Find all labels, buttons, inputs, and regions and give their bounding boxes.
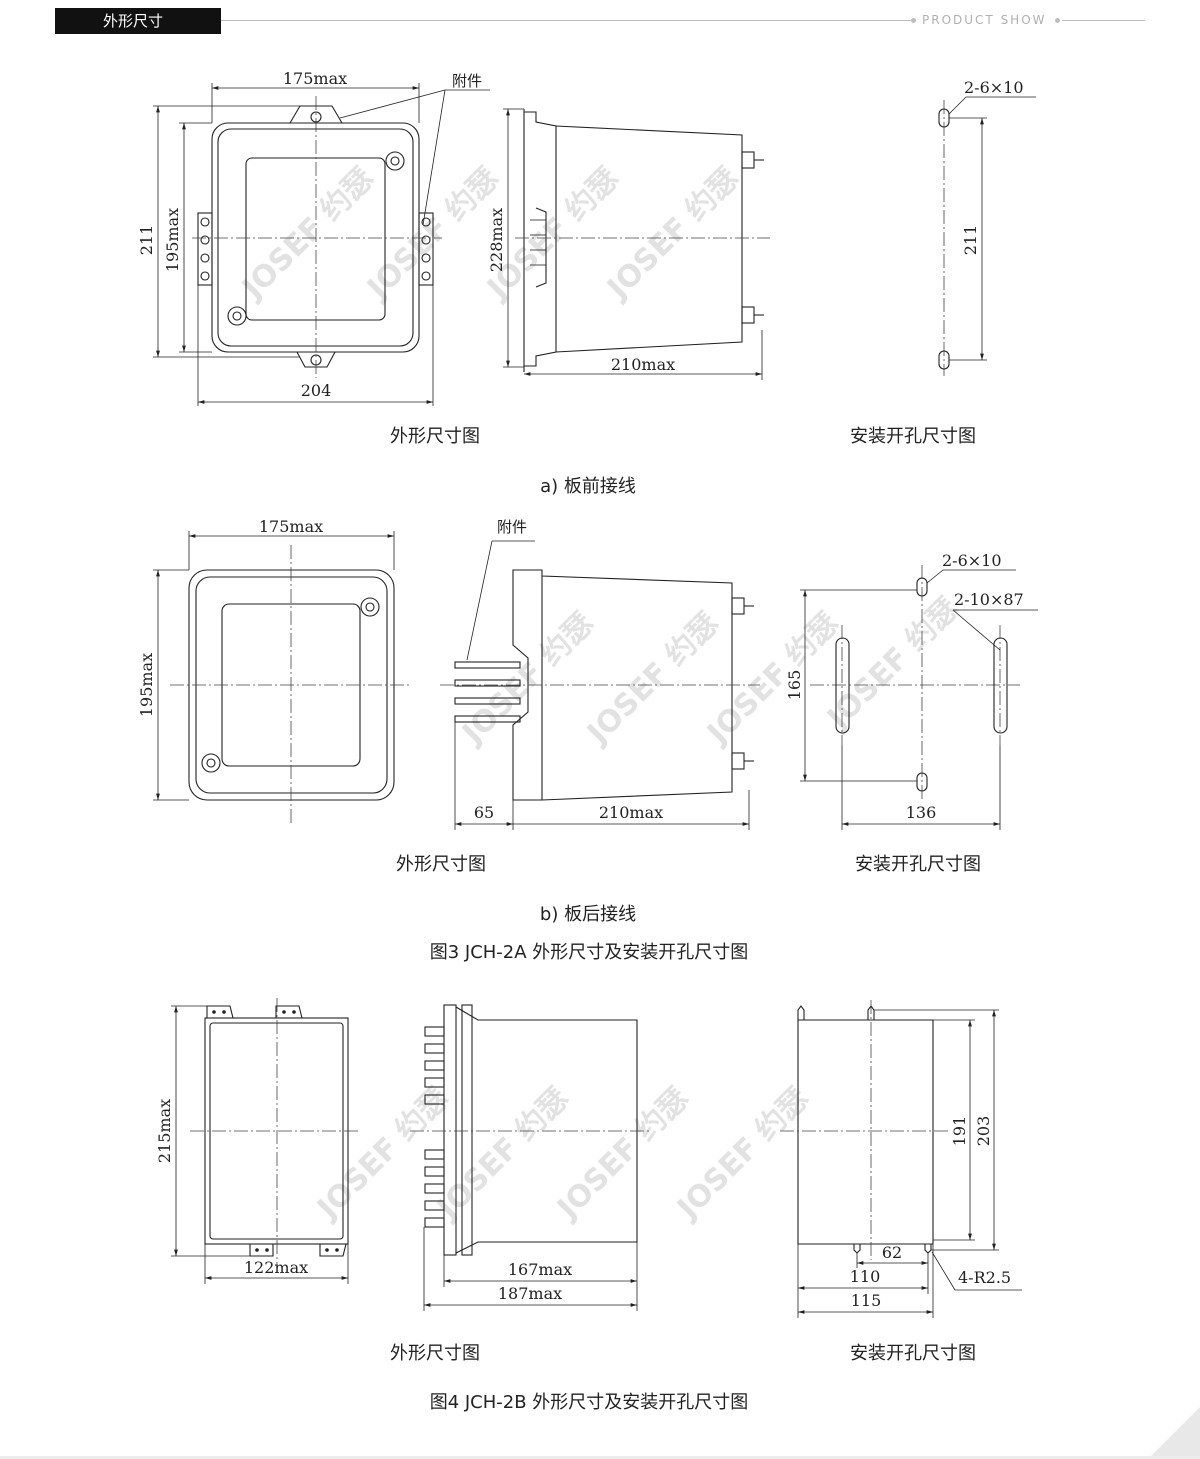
section-c-front-view: 215max 122max xyxy=(155,998,360,1284)
section-b-side-view: 附件 65 210max xyxy=(440,518,760,830)
subtitle-rear-wiring: b) 板后接线 xyxy=(539,904,637,925)
dim-hole-pitch: 211 xyxy=(961,225,980,256)
section-a-front-view: 175max 204 211 195max 附件 xyxy=(137,69,490,406)
dim-width-top: 175max xyxy=(259,517,323,536)
dim-w62: 62 xyxy=(882,1243,902,1262)
dim-depth-total: 187max xyxy=(498,1284,562,1303)
watermark-text: JOSEF 约瑟 xyxy=(234,161,380,307)
section-a-mounting-holes: 2-6×10 211 xyxy=(938,78,1036,376)
dim-terminal-length: 65 xyxy=(474,803,494,822)
caption-mounting-b: 安装开孔尺寸图 xyxy=(855,854,981,875)
accessory-label: 附件 xyxy=(497,518,527,536)
dim-width-bottom: 204 xyxy=(301,381,332,400)
caption-mounting-a: 安装开孔尺寸图 xyxy=(850,426,976,447)
dim-hole-spec: 2-6×10 xyxy=(942,551,1002,570)
caption-outline-a: 外形尺寸图 xyxy=(390,426,480,447)
accessory-label: 附件 xyxy=(452,72,482,90)
subtitle-front-wiring: a) 板前接线 xyxy=(540,476,636,497)
watermark-text: JOSEF 约瑟 xyxy=(819,591,965,737)
dim-depth: 210max xyxy=(599,803,663,822)
caption-outline-c: 外形尺寸图 xyxy=(390,1343,480,1364)
section-c-side-view: 167max 187max xyxy=(410,1004,650,1311)
page-curl-corner xyxy=(1148,1407,1200,1459)
dim-height: 215max xyxy=(155,1099,174,1163)
dim-w110: 110 xyxy=(850,1267,881,1286)
dim-depth-body: 167max xyxy=(508,1260,572,1279)
dim-width-top: 175max xyxy=(283,69,347,88)
dim-h191: 191 xyxy=(950,1116,969,1147)
dim-slot-spec: 2-10×87 xyxy=(954,590,1024,609)
header-dot xyxy=(911,18,916,23)
dim-width: 122max xyxy=(244,1258,308,1277)
dim-mount-width: 136 xyxy=(906,803,937,822)
dim-depth: 210max xyxy=(611,355,675,374)
section-tab: 外形尺寸 xyxy=(55,8,221,34)
header-rule xyxy=(1062,20,1145,21)
caption-mounting-c: 安装开孔尺寸图 xyxy=(850,1343,976,1364)
section-c-mounting-holes: 191 203 62 110 115 4-R2.5 xyxy=(780,1000,1022,1318)
dim-height-outer: 211 xyxy=(137,225,156,256)
product-show-label: PRODUCT SHOW xyxy=(922,13,1047,27)
dim-height-inner: 195max xyxy=(163,208,182,272)
figure3-title: 图3 JCH-2A 外形尺寸及安装开孔尺寸图 xyxy=(429,942,749,963)
dim-h203: 203 xyxy=(974,1116,993,1147)
dim-hole-spec: 2-6×10 xyxy=(964,78,1024,97)
figure4-title: 图4 JCH-2B 外形尺寸及安装开孔尺寸图 xyxy=(429,1392,749,1413)
dim-w115: 115 xyxy=(851,1291,882,1310)
section-b-mounting-holes: 2-6×10 2-10×87 165 136 xyxy=(785,551,1038,830)
dim-side-height: 228max xyxy=(487,208,506,272)
section-a-side-view: 228max 210max xyxy=(487,108,770,380)
dim-radius: 4-R2.5 xyxy=(958,1268,1011,1287)
watermark-text: JOSEF 约瑟 xyxy=(309,1081,455,1227)
watermarks: JOSEF 约瑟 JOSEF 约瑟 JOSEF 约瑟 JOSEF 约瑟 JOSE… xyxy=(234,161,965,1227)
dim-height: 195max xyxy=(137,653,156,717)
section-b-front-view: 175max 195max xyxy=(137,517,410,826)
dim-mount-height: 165 xyxy=(785,670,804,701)
bottom-rule xyxy=(0,1456,1200,1459)
header-rule xyxy=(221,20,911,21)
caption-outline-b: 外形尺寸图 xyxy=(396,854,486,875)
watermark-text: JOSEF 约瑟 xyxy=(579,606,725,752)
header-dot xyxy=(1055,18,1060,23)
